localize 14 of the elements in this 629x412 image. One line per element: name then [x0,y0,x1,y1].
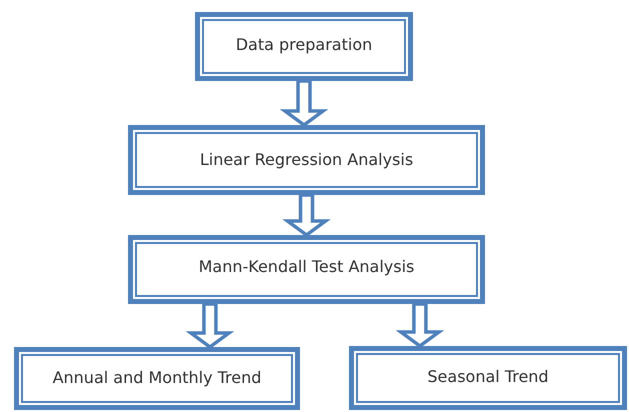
box-label: Annual and Monthly Trend [52,368,262,389]
process-box [195,12,413,81]
process-box [128,125,485,195]
box-label: Seasonal Trend [427,367,549,388]
process-box [14,347,300,410]
block-arrow [186,302,234,350]
process-box [349,346,627,410]
block-arrow [282,193,331,238]
block-arrow [396,302,444,348]
process-box [128,235,485,304]
block-arrow [280,79,328,128]
box-label: Linear Regression Analysis [200,150,414,171]
box-label: Mann-Kendall Test Analysis [198,257,414,278]
box-label: Data preparation [236,35,372,56]
